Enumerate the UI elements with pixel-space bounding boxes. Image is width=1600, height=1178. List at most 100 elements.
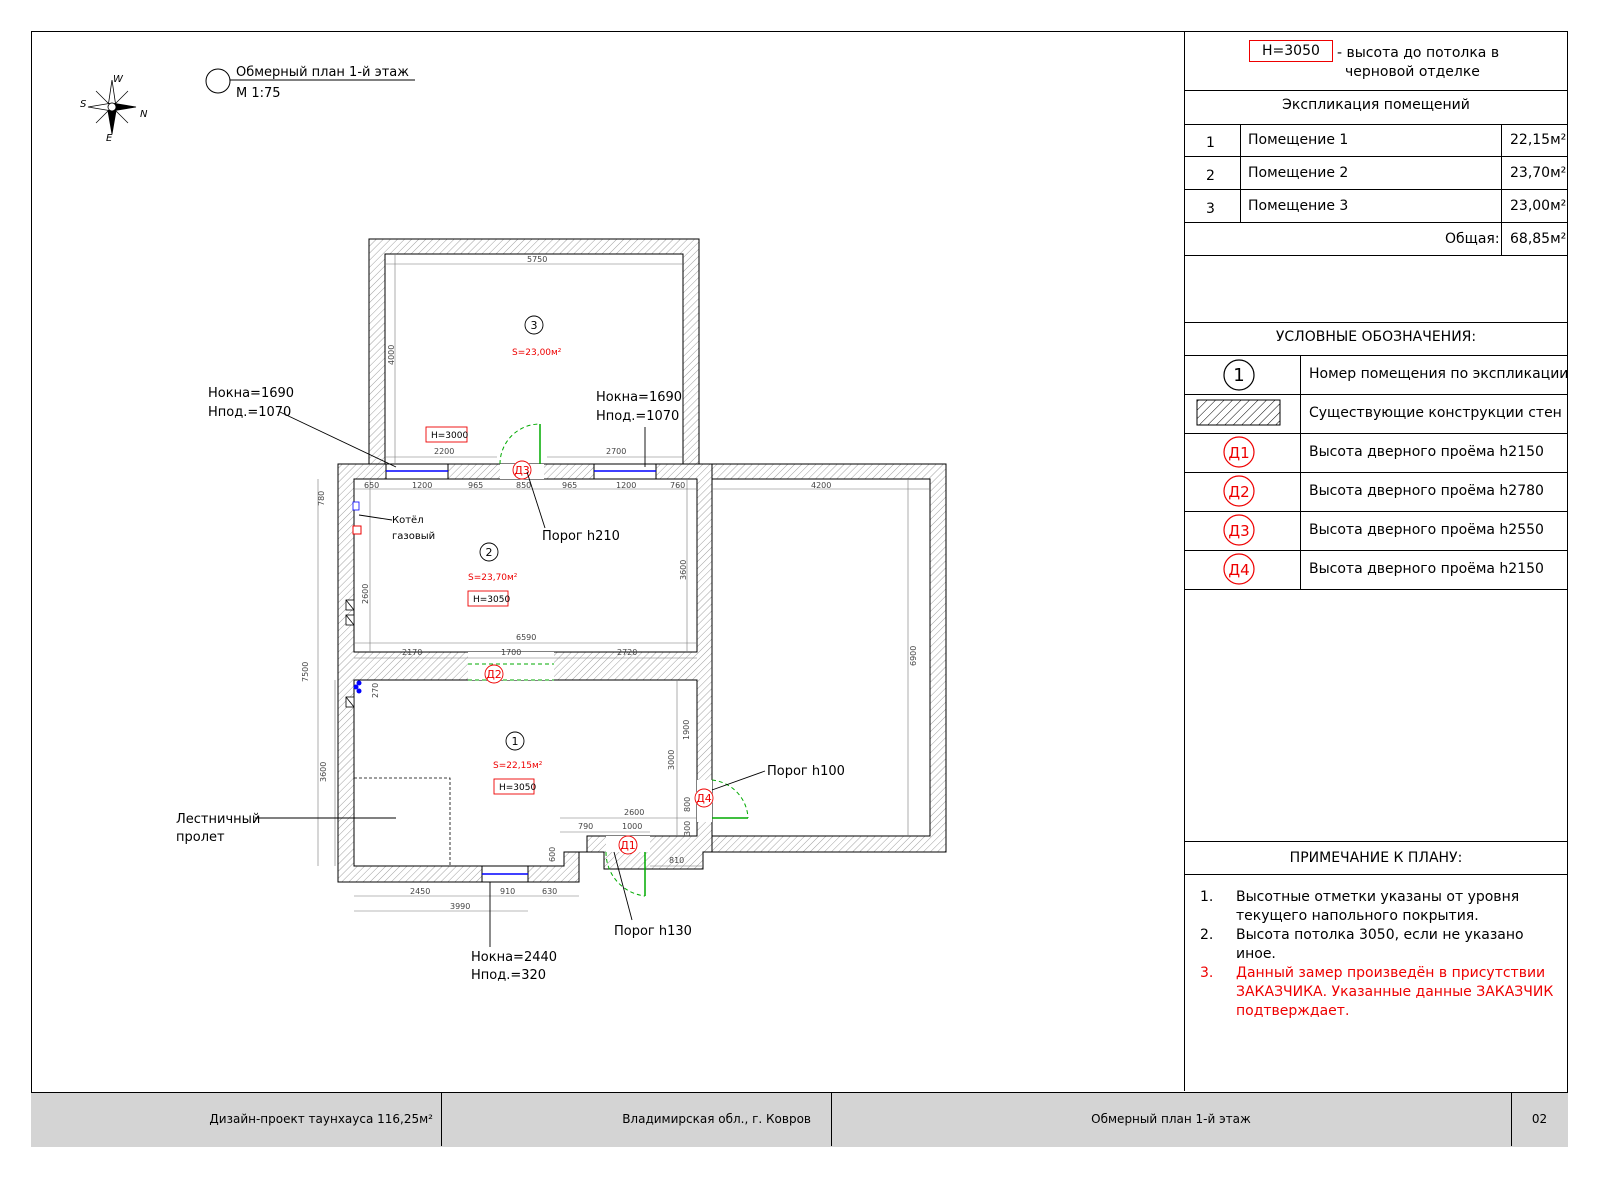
explication-title: Экспликация помещений	[1282, 97, 1470, 113]
ceiling-badge: Н=3050	[1249, 40, 1333, 62]
gas-meter-icon	[352, 525, 362, 535]
svg-text:Н=3050: Н=3050	[499, 783, 536, 793]
explication-row-name: Помещение 1	[1248, 132, 1349, 148]
explication-row-name: Помещение 3	[1248, 198, 1349, 214]
legend-item-text: Существующие конструкции стен	[1309, 405, 1562, 421]
legend-item-text: Номер помещения по экспликации	[1309, 366, 1569, 382]
svg-text:3990: 3990	[450, 902, 470, 911]
svg-text:7500: 7500	[301, 662, 310, 682]
svg-text:Нокна=2440: Нокна=2440	[471, 950, 557, 965]
svg-text:965: 965	[562, 481, 577, 490]
svg-text:3000: 3000	[667, 750, 676, 770]
svg-text:пролет: пролет	[176, 830, 225, 845]
svg-text:Нокна=1690: Нокна=1690	[596, 390, 682, 405]
svg-text:2600: 2600	[624, 808, 644, 817]
room-2-label: 2 S=23,70м² Н=3050	[467, 542, 518, 607]
legend-item-text: Высота дверного проёма h2150	[1309, 444, 1544, 460]
svg-text:Нпод.=320: Нпод.=320	[471, 968, 546, 983]
explication-row-name: Помещение 2	[1248, 165, 1349, 181]
boiler-icon	[352, 501, 360, 511]
plan-scale: М 1:75	[236, 86, 281, 101]
svg-text:1900: 1900	[682, 720, 691, 740]
svg-text:3600: 3600	[319, 762, 328, 782]
svg-text:Порог h210: Порог h210	[542, 529, 620, 544]
explication-row-area: 23,00м²	[1510, 198, 1567, 214]
callouts: Нокна=1690 Нпод.=1070 Нокна=1690 Нпод.=1…	[176, 386, 845, 983]
svg-text:760: 760	[670, 481, 685, 490]
svg-text:S=22,15м²: S=22,15м²	[493, 761, 543, 771]
door-markers: Д3 Д2 Д4 Д1	[484, 460, 714, 855]
svg-text:Н=3050: Н=3050	[473, 595, 510, 605]
room-3-label: 3 S=23,00м²	[512, 315, 562, 358]
svg-text:910: 910	[500, 887, 515, 896]
svg-text:810: 810	[669, 856, 684, 865]
svg-text:4200: 4200	[811, 481, 831, 490]
svg-text:Д4: Д4	[696, 792, 712, 805]
legend-symbols: 1 Д1 Д2 Д3 Д4	[1196, 359, 1281, 585]
svg-text:2700: 2700	[606, 447, 626, 456]
radiator-icon	[345, 599, 355, 708]
wall-hatch-icon	[1196, 399, 1281, 426]
svg-text:Д1: Д1	[1228, 444, 1249, 462]
svg-text:1200: 1200	[616, 481, 636, 490]
dimension-labels: 5750 4000 2200 2700 650 1200 965 850 965…	[301, 255, 918, 911]
svg-text:6900: 6900	[909, 646, 918, 666]
svg-text:Н=3000: Н=3000	[431, 431, 468, 441]
svg-text:N: N	[140, 109, 148, 120]
svg-text:Д4: Д4	[1228, 561, 1249, 579]
svg-text:600: 600	[548, 847, 557, 862]
svg-text:Котёл: Котёл	[392, 515, 424, 526]
svg-text:965: 965	[468, 481, 483, 490]
explication-total-label: Общая:	[1445, 231, 1500, 247]
svg-text:2720: 2720	[617, 648, 637, 657]
explication-row-num: 3	[1206, 201, 1215, 217]
svg-text:6590: 6590	[516, 633, 536, 642]
windows	[385, 463, 657, 883]
floor-plan: Обмерный план 1-й этаж М 1:75 W S N E	[80, 65, 947, 983]
svg-text:1700: 1700	[501, 648, 521, 657]
explication-row-num: 1	[1206, 135, 1215, 151]
legend-item-text: Высота дверного проёма h2550	[1309, 522, 1544, 538]
room-3-height-badge: Н=3000	[425, 426, 468, 443]
svg-text:Д1: Д1	[620, 839, 636, 852]
svg-text:270: 270	[371, 683, 380, 698]
svg-text:1000: 1000	[622, 822, 642, 831]
compass-icon: W S N E	[80, 74, 148, 144]
side-panel	[1184, 31, 1568, 1091]
svg-text:2450: 2450	[410, 887, 430, 896]
svg-text:5750: 5750	[527, 255, 547, 264]
svg-text:Д2: Д2	[1228, 483, 1249, 501]
room-1-label: 1 S=22,15м² Н=3050	[493, 731, 543, 795]
svg-text:1200: 1200	[412, 481, 432, 490]
svg-text:650: 650	[364, 481, 379, 490]
svg-text:780: 780	[317, 491, 326, 506]
stairwell	[353, 777, 451, 867]
svg-text:2: 2	[486, 546, 493, 559]
footer-sheet-title: Обмерный план 1-й этаж	[1091, 1112, 1251, 1126]
footer-sheet-number: 02	[1531, 1112, 1548, 1126]
svg-text:S: S	[80, 99, 87, 110]
svg-text:S=23,70м²: S=23,70м²	[468, 573, 518, 583]
svg-text:W: W	[113, 74, 124, 85]
walls	[337, 238, 947, 883]
svg-text:Д3: Д3	[514, 464, 530, 477]
svg-text:Порог h130: Порог h130	[614, 924, 692, 939]
leader-lines	[255, 411, 766, 947]
svg-text:1: 1	[512, 735, 519, 748]
svg-text:2200: 2200	[434, 447, 454, 456]
svg-text:1: 1	[1233, 365, 1244, 386]
room-number-icon	[1223, 359, 1255, 391]
legend-item-text: Высота дверного проёма h2150	[1309, 561, 1544, 577]
svg-text:Нпод.=1070: Нпод.=1070	[208, 405, 291, 420]
svg-text:3: 3	[531, 319, 538, 332]
svg-text:Д3: Д3	[1228, 522, 1249, 540]
svg-text:Нокна=1690: Нокна=1690	[208, 386, 294, 401]
plan-title: Обмерный план 1-й этаж	[236, 65, 409, 80]
svg-text:300: 300	[683, 821, 692, 836]
explication-row-area: 23,70м²	[1510, 165, 1567, 181]
notes-list: 1.Высотные отметки указаны от уровня тек…	[1200, 888, 1560, 1021]
title-marker-icon	[205, 68, 231, 94]
svg-text:630: 630	[542, 887, 557, 896]
notes-title: ПРИМЕЧАНИЕ К ПЛАНУ:	[1289, 850, 1463, 866]
legend-item-text: Высота дверного проёма h2780	[1309, 483, 1544, 499]
